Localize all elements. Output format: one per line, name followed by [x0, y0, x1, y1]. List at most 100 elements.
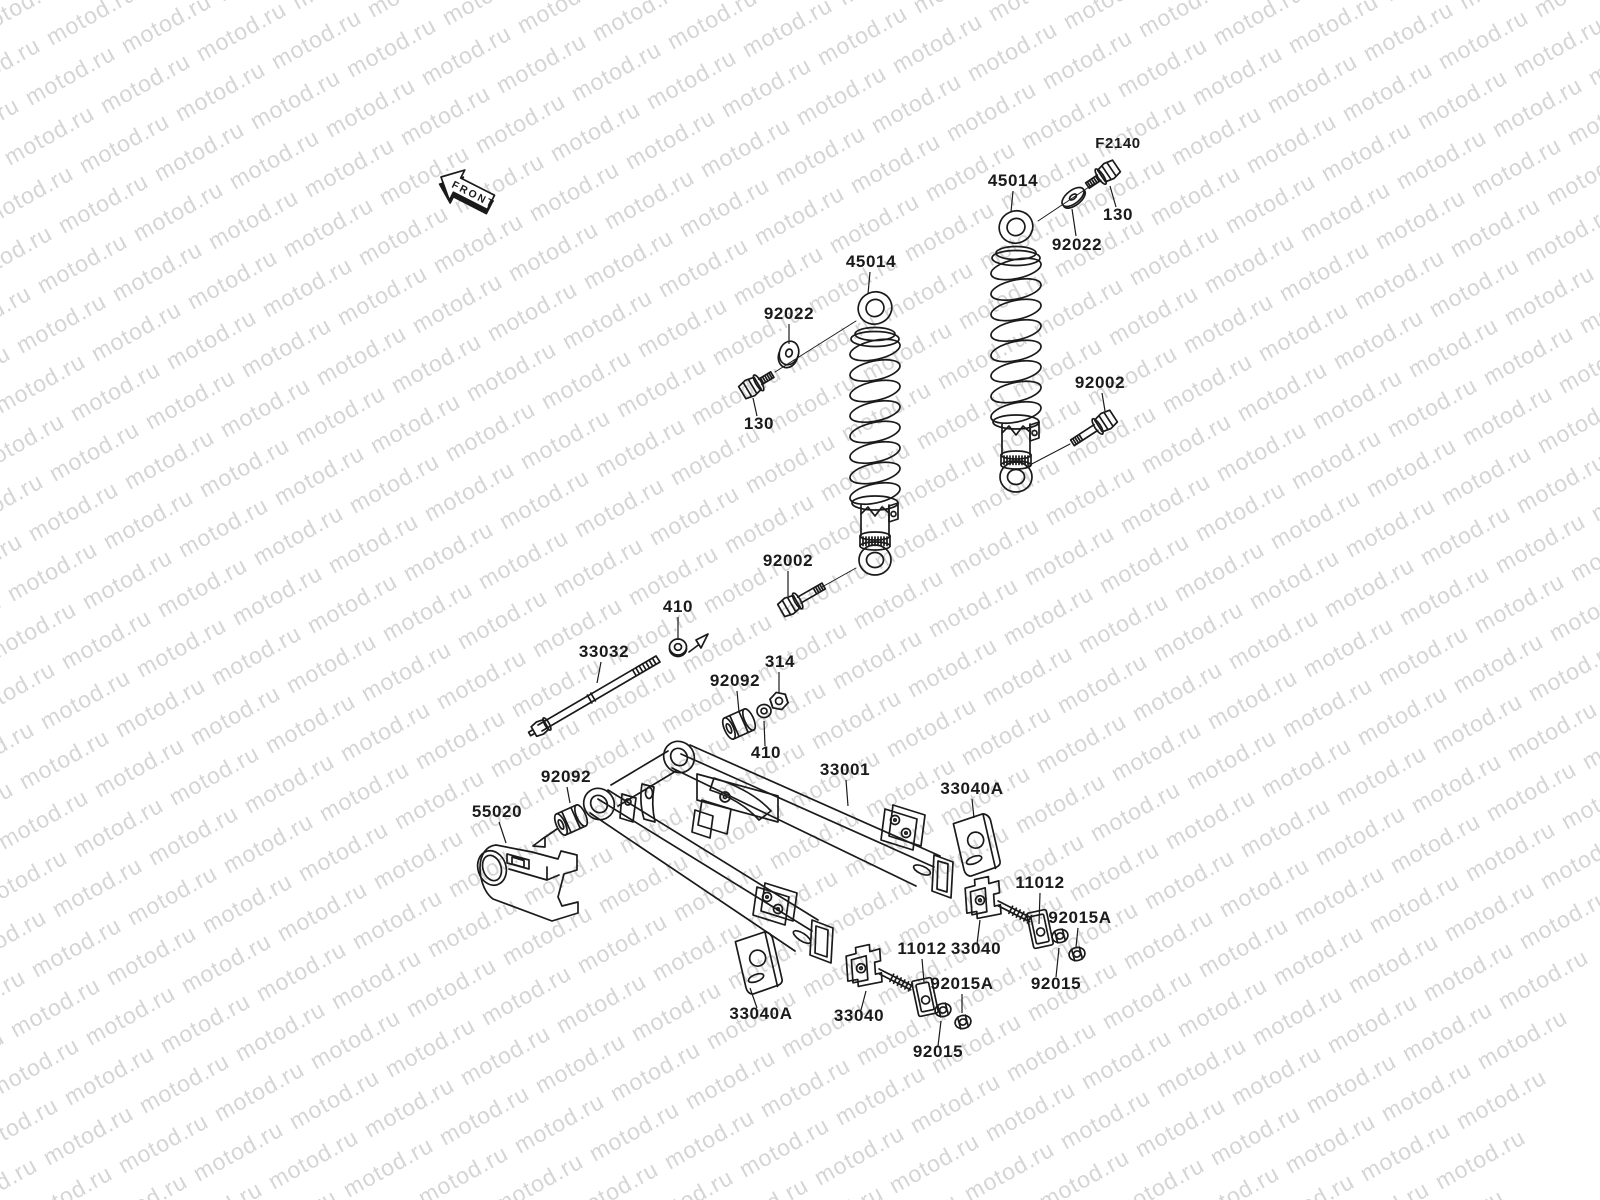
leader-line-130-right — [1109, 185, 1117, 208]
artwork-ellipse — [644, 786, 654, 800]
artwork-g — [527, 716, 552, 738]
artwork-ellipse — [998, 209, 1034, 245]
artwork-rect — [1030, 913, 1050, 945]
artwork-path — [1063, 189, 1087, 209]
artwork-path — [888, 502, 899, 523]
artwork-ellipse — [673, 642, 683, 652]
artwork-path — [1069, 423, 1099, 447]
artwork-path — [697, 799, 732, 835]
artwork-ellipse — [1094, 168, 1108, 186]
nut-314 — [769, 691, 789, 711]
leader-line-410-lower — [763, 720, 766, 747]
artwork-ellipse — [865, 298, 885, 318]
artwork-ellipse — [990, 257, 1042, 281]
part-label-92015-right: 92015 — [1031, 974, 1081, 993]
leader-line-92002-right — [1101, 392, 1106, 412]
part-label-92002-left: 92002 — [763, 551, 813, 570]
artwork-circle — [858, 966, 864, 971]
part-label-33032: 33032 — [579, 642, 629, 661]
artwork-path — [752, 886, 790, 926]
artwork-path — [969, 886, 988, 916]
swingarm-33001 — [582, 740, 954, 964]
leader-line-11012-right — [1038, 892, 1041, 925]
part-label-33001: 33001 — [820, 760, 870, 779]
leader-line-130-left — [752, 397, 758, 417]
artwork-ellipse — [849, 358, 901, 383]
artwork-path — [1098, 411, 1114, 431]
front-direction-arrow: FRONT — [438, 169, 497, 215]
bolt-130-left — [737, 371, 775, 400]
part-label-410-upper: 410 — [663, 597, 693, 616]
leader-line-11012-middle — [921, 958, 925, 983]
artwork-ellipse — [1068, 193, 1078, 201]
artwork-circle — [903, 830, 909, 836]
artwork-ellipse — [990, 400, 1042, 425]
part-label-45014-left: 45014 — [846, 252, 896, 271]
artwork-ellipse — [991, 249, 1041, 267]
artwork-path — [997, 900, 1033, 924]
artwork-path — [878, 968, 914, 992]
part-label-92015A-middle: 92015A — [930, 974, 993, 993]
watermark-text: motod.ru — [0, 1152, 42, 1200]
artwork-ellipse — [669, 747, 689, 767]
artwork-rect — [915, 981, 935, 1013]
artwork-circle — [855, 962, 867, 974]
assembly-axis-lines — [774, 182, 1096, 588]
artwork-ellipse — [542, 716, 552, 732]
artwork-circle — [722, 794, 728, 800]
artwork-circle — [890, 510, 897, 518]
leader-line-55020 — [498, 821, 507, 844]
artwork-circle — [761, 891, 773, 903]
artwork-rect — [910, 976, 940, 1018]
leader-line-33040-bottom — [860, 990, 867, 1011]
artwork-circle — [624, 798, 632, 806]
artwork-circle — [892, 817, 898, 823]
artwork-path — [931, 854, 954, 899]
artwork-ellipse — [557, 818, 565, 830]
artwork-path — [850, 954, 869, 984]
front-arrow-body — [440, 169, 496, 211]
artwork-path — [769, 693, 789, 709]
artwork-ellipse — [990, 318, 1042, 343]
artwork-ellipse — [849, 399, 901, 424]
artwork-ellipse — [756, 703, 772, 719]
nut-92015A-middle — [954, 1014, 972, 1030]
leader-line-92015-bottom — [937, 1020, 942, 1047]
artwork-ellipse — [662, 740, 696, 774]
chain-case-55020 — [476, 844, 579, 922]
artwork-circle — [1035, 927, 1046, 937]
artwork-ellipse — [990, 359, 1042, 384]
artwork-path — [691, 809, 714, 839]
washer-92022-right — [1061, 186, 1087, 209]
artwork-circle — [774, 696, 784, 706]
nut-92015-bottom — [934, 1002, 952, 1018]
artwork-path — [764, 931, 779, 988]
artwork-ellipse — [849, 461, 901, 485]
artwork-ellipse — [849, 338, 901, 362]
artwork-ellipse — [1051, 928, 1069, 944]
part-label-33040-right: 33040 — [951, 939, 1001, 958]
artwork-ellipse — [1006, 468, 1026, 486]
nut-92015-right — [1051, 928, 1069, 944]
artwork-path — [1070, 946, 1084, 962]
part-label-410-lower: 410 — [751, 743, 781, 762]
artwork-ellipse — [752, 374, 765, 392]
artwork-ellipse — [858, 544, 892, 576]
bolt-130-right — [1084, 159, 1122, 190]
part-label-figure-code: F2140 — [1095, 135, 1141, 152]
artwork-circle — [772, 903, 784, 915]
artwork-path — [860, 506, 890, 517]
artwork-path — [527, 728, 536, 737]
artwork-ellipse — [476, 849, 508, 887]
artwork-polygon — [532, 836, 546, 848]
part-label-92002-right: 92002 — [1075, 373, 1125, 392]
artwork-path — [506, 853, 530, 870]
artwork-path — [586, 692, 597, 704]
leader-line-33032 — [596, 661, 602, 684]
part-label-92022-right: 92022 — [1052, 235, 1102, 254]
artwork-ellipse — [849, 481, 901, 506]
shock-absorber-right — [990, 209, 1042, 493]
artwork-line — [1037, 182, 1096, 222]
artwork-path — [1029, 421, 1040, 442]
nuts-92015-group — [934, 928, 1086, 1030]
